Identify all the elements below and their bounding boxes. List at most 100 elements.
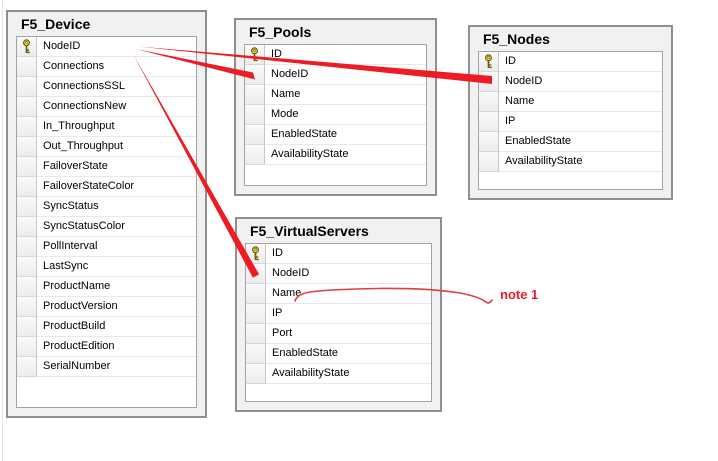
- table-title[interactable]: F5_Device: [21, 16, 91, 32]
- table-row[interactable]: ProductName: [17, 277, 196, 297]
- table-row[interactable]: Name: [479, 92, 662, 112]
- field-name: ProductVersion: [37, 297, 196, 317]
- table-row[interactable]: ConnectionsSSL: [17, 77, 196, 97]
- row-selector-cell: [17, 157, 37, 177]
- table-row[interactable]: EnabledState: [245, 125, 426, 145]
- table-row[interactable]: EnabledState: [246, 344, 431, 364]
- field-name: ProductName: [37, 277, 196, 297]
- table-row[interactable]: NodeID: [246, 264, 431, 284]
- field-name: EnabledState: [266, 344, 431, 364]
- row-selector-cell: [479, 72, 499, 92]
- table-row[interactable]: AvailabilityState: [246, 364, 431, 384]
- row-selector-cell: [17, 197, 37, 217]
- primary-key-icon: [250, 47, 259, 62]
- row-selector-cell: [246, 284, 266, 304]
- field-name: Name: [266, 284, 431, 304]
- table-row[interactable]: IP: [246, 304, 431, 324]
- table-row[interactable]: FailoverStateColor: [17, 177, 196, 197]
- table-row[interactable]: FailoverState: [17, 157, 196, 177]
- field-name: AvailabilityState: [266, 364, 431, 384]
- field-name: ProductEdition: [37, 337, 196, 357]
- field-name: NodeID: [266, 264, 431, 284]
- field-name: EnabledState: [265, 125, 426, 145]
- table-row[interactable]: IP: [479, 112, 662, 132]
- field-name: FailoverState: [37, 157, 196, 177]
- table-row[interactable]: ProductVersion: [17, 297, 196, 317]
- field-name: Out_Throughput: [37, 137, 196, 157]
- field-name: Name: [499, 92, 662, 112]
- field-name: Mode: [265, 105, 426, 125]
- field-name: FailoverStateColor: [37, 177, 196, 197]
- table-row[interactable]: SyncStatus: [17, 197, 196, 217]
- field-name: SyncStatusColor: [37, 217, 196, 237]
- field-name: In_Throughput: [37, 117, 196, 137]
- row-selector-cell: [17, 297, 37, 317]
- primary-key-icon: [22, 39, 31, 54]
- field-name: NodeID: [499, 72, 662, 92]
- table-row[interactable]: SerialNumber: [17, 357, 196, 377]
- field-name: ConnectionsSSL: [37, 77, 196, 97]
- field-name: ID: [266, 244, 431, 264]
- table-row[interactable]: EnabledState: [479, 132, 662, 152]
- row-selector-cell: [17, 217, 37, 237]
- table-row[interactable]: PollInterval: [17, 237, 196, 257]
- row-selector-cell: [17, 257, 37, 277]
- table-row[interactable]: Name: [245, 85, 426, 105]
- page-edge-line: [2, 0, 3, 461]
- field-name: ID: [499, 52, 662, 72]
- table-row[interactable]: Name: [246, 284, 431, 304]
- row-selector-cell: [479, 132, 499, 152]
- table-row[interactable]: ID: [246, 244, 431, 264]
- table-row[interactable]: ProductBuild: [17, 317, 196, 337]
- table-row[interactable]: NodeID: [479, 72, 662, 92]
- field-name: ConnectionsNew: [37, 97, 196, 117]
- table-row[interactable]: ProductEdition: [17, 337, 196, 357]
- field-name: LastSync: [37, 257, 196, 277]
- row-selector-cell: [245, 125, 265, 145]
- table-row[interactable]: AvailabilityState: [245, 145, 426, 165]
- row-selector-cell: [479, 152, 499, 172]
- table-row[interactable]: ID: [479, 52, 662, 72]
- primary-key-cell: [245, 45, 265, 65]
- row-selector-cell: [17, 237, 37, 257]
- table-row[interactable]: ID: [245, 45, 426, 65]
- field-name: EnabledState: [499, 132, 662, 152]
- field-name: ID: [265, 45, 426, 65]
- table-row[interactable]: SyncStatusColor: [17, 217, 196, 237]
- field-name: NodeID: [37, 37, 196, 57]
- table-row[interactable]: Out_Throughput: [17, 137, 196, 157]
- row-selector-cell: [245, 105, 265, 125]
- row-selector-cell: [17, 337, 37, 357]
- primary-key-icon: [484, 54, 493, 69]
- row-selector-cell: [17, 177, 37, 197]
- table-row[interactable]: In_Throughput: [17, 117, 196, 137]
- primary-key-cell: [17, 37, 37, 57]
- table-row[interactable]: AvailabilityState: [479, 152, 662, 172]
- table-row[interactable]: NodeID: [245, 65, 426, 85]
- table-row[interactable]: Port: [246, 324, 431, 344]
- table-row[interactable]: LastSync: [17, 257, 196, 277]
- table-row[interactable]: Connections: [17, 57, 196, 77]
- field-name: IP: [266, 304, 431, 324]
- table-row[interactable]: ConnectionsNew: [17, 97, 196, 117]
- table-row[interactable]: NodeID: [17, 37, 196, 57]
- table-title[interactable]: F5_Pools: [249, 24, 312, 40]
- table-title[interactable]: F5_Nodes: [483, 31, 550, 47]
- table-row[interactable]: Mode: [245, 105, 426, 125]
- row-selector-cell: [17, 77, 37, 97]
- field-name: NodeID: [265, 65, 426, 85]
- row-selector-cell: [246, 304, 266, 324]
- table-title[interactable]: F5_VirtualServers: [250, 223, 369, 239]
- row-selector-cell: [17, 137, 37, 157]
- field-name: Connections: [37, 57, 196, 77]
- row-selector-cell: [245, 145, 265, 165]
- primary-key-cell: [246, 244, 266, 264]
